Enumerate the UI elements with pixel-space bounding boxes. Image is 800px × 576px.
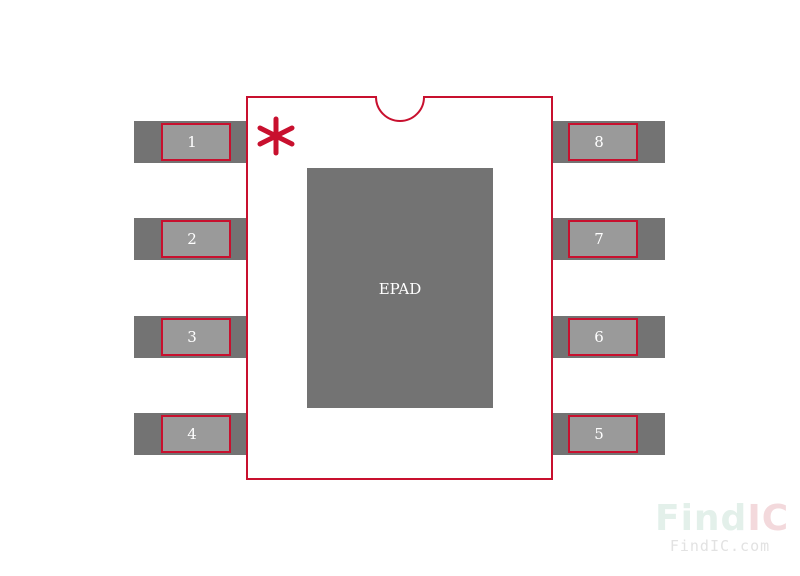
pin-pad bbox=[568, 415, 638, 453]
pin-pad bbox=[161, 220, 231, 258]
pin-label: 6 bbox=[594, 328, 604, 346]
watermark-logo-ic: IC bbox=[747, 498, 790, 539]
left-pins: 1 2 3 4 bbox=[134, 121, 247, 455]
epad-label: EPAD bbox=[379, 280, 422, 298]
exposed-pad: EPAD bbox=[307, 168, 493, 408]
pin-4: 4 bbox=[134, 413, 247, 455]
pin-pad bbox=[568, 123, 638, 161]
findic-watermark: FindIC FindIC.com bbox=[655, 498, 788, 555]
pin-2: 2 bbox=[134, 218, 247, 260]
watermark-logo-find: Find bbox=[655, 498, 748, 539]
right-pins: 8 7 6 5 bbox=[552, 121, 665, 455]
pin-label: 1 bbox=[187, 133, 197, 151]
pin-pad bbox=[568, 318, 638, 356]
pin-label: 3 bbox=[187, 328, 197, 346]
epad-rect bbox=[307, 168, 493, 408]
pin-label: 8 bbox=[594, 133, 604, 151]
pin1-marker-icon bbox=[257, 116, 295, 156]
pin-1: 1 bbox=[134, 121, 247, 163]
pin-pad bbox=[161, 415, 231, 453]
pin-3: 3 bbox=[134, 316, 247, 358]
pin-label: 2 bbox=[187, 230, 197, 248]
watermark-logo: FindIC bbox=[655, 498, 788, 539]
watermark-url: FindIC.com bbox=[669, 537, 771, 555]
pin-label: 7 bbox=[594, 230, 604, 248]
pin-label: 5 bbox=[594, 425, 604, 443]
pin-pad bbox=[568, 220, 638, 258]
package-outline bbox=[246, 96, 553, 480]
pin-6: 6 bbox=[552, 316, 665, 358]
pin-pad bbox=[161, 318, 231, 356]
pin-label: 4 bbox=[187, 425, 197, 443]
package-body bbox=[246, 96, 553, 480]
pin-5: 5 bbox=[552, 413, 665, 455]
pin-pad bbox=[161, 123, 231, 161]
pin-8: 8 bbox=[552, 121, 665, 163]
pin-7: 7 bbox=[552, 218, 665, 260]
